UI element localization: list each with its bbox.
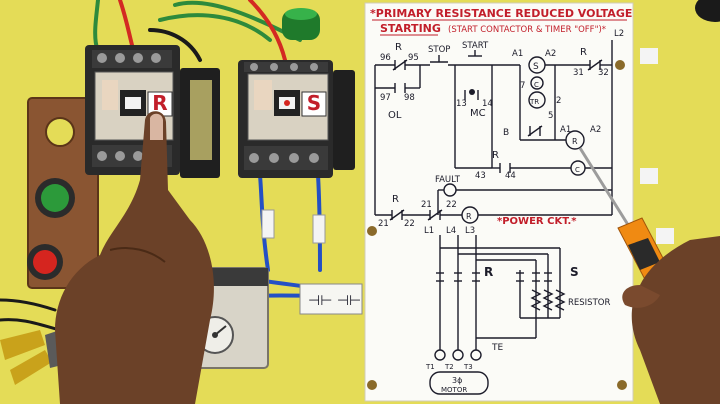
label-t2: T2 xyxy=(444,363,454,371)
coil-tr-letter: TR xyxy=(529,98,539,106)
label-l3: L3 xyxy=(465,226,475,236)
motor-phase-label: 3ϕ xyxy=(452,376,462,385)
contactor-r-label: R xyxy=(152,91,167,115)
diagram-title-note: (START CONTACTOR & TIMER "OFF")* xyxy=(448,25,606,35)
diagram-title-line1: *PRIMARY RESISTANCE REDUCED VOLTAGE xyxy=(370,7,632,20)
green-button[interactable] xyxy=(41,184,69,212)
label-22: 22 xyxy=(404,219,415,229)
label-start: START xyxy=(462,41,489,51)
coil-r-letter: R xyxy=(572,137,578,146)
label-resistor: RESISTOR xyxy=(568,298,610,308)
diagram-paper: *PRIMARY RESISTANCE REDUCED VOLTAGE STAR… xyxy=(364,2,634,402)
label-l1: L1 xyxy=(424,226,434,236)
contact-symbols xyxy=(389,50,603,221)
label-32: 32 xyxy=(598,68,609,78)
label-13: 13 xyxy=(456,99,467,109)
label-a1: A1 xyxy=(560,125,571,135)
label-ol: OL xyxy=(388,110,402,121)
label-44: 44 xyxy=(505,171,516,181)
motor-label: MOTOR xyxy=(441,386,467,394)
coil-c2-letter: C xyxy=(575,166,580,174)
label-21: 21 xyxy=(378,219,389,229)
label-r-bottom: R xyxy=(392,194,399,205)
label-stop: STOP xyxy=(428,45,450,55)
label-mc: MC xyxy=(470,108,486,119)
green-pilot-lamp xyxy=(282,8,320,40)
label-r-right: R xyxy=(580,47,587,58)
control-circuit xyxy=(374,40,613,216)
label-98: 98 xyxy=(404,93,415,103)
label-21b: 21 xyxy=(421,200,432,210)
label-5: 5 xyxy=(548,111,553,121)
label-a2: A2 xyxy=(590,125,601,135)
dark-object xyxy=(695,0,720,22)
contactor-s: S xyxy=(238,60,355,178)
label-97: 97 xyxy=(380,93,391,103)
thumb-tacks xyxy=(367,60,627,390)
label-a2-top: A2 xyxy=(545,49,556,59)
label-r-mid: R xyxy=(492,150,499,161)
power-s-label: S xyxy=(570,265,579,279)
label-te: TE xyxy=(491,343,503,353)
tag-right-1 xyxy=(640,48,658,64)
label-l2: L2 xyxy=(614,29,624,39)
label-22b: 22 xyxy=(446,200,457,210)
mc-junction xyxy=(469,89,475,95)
tag-right-2 xyxy=(640,168,658,184)
coils xyxy=(443,56,586,224)
label-2: 2 xyxy=(556,96,561,106)
pushbutton-station xyxy=(27,97,99,289)
contactor-s-label: S xyxy=(307,91,321,115)
tag-right-3 xyxy=(656,228,674,244)
motor-terminals xyxy=(429,349,489,395)
label-b: B xyxy=(503,128,509,138)
label-43: 43 xyxy=(475,171,486,181)
label-96: 96 xyxy=(380,53,391,63)
label-7: 7 xyxy=(520,81,525,91)
label-t1: T1 xyxy=(425,363,435,371)
right-hand xyxy=(622,236,720,404)
coil-s-letter: S xyxy=(533,62,539,72)
label-l4: L4 xyxy=(446,226,456,236)
label-fault: FAULT xyxy=(435,175,461,185)
wire-tag xyxy=(261,209,275,239)
label-95: 95 xyxy=(408,53,419,63)
red-button[interactable] xyxy=(33,250,57,274)
diagram-title-line2: STARTING xyxy=(380,22,441,35)
coil-c-letter: C xyxy=(534,81,539,89)
label-a1-top: A1 xyxy=(512,49,523,59)
coil-r2-letter: R xyxy=(466,212,472,221)
label-31: 31 xyxy=(573,68,584,78)
power-circuit-heading: *POWER CKT.* xyxy=(497,216,577,227)
wire-tag xyxy=(312,214,326,244)
label-t3: T3 xyxy=(463,363,473,371)
label-r: R xyxy=(395,42,402,53)
power-circuit xyxy=(436,235,566,350)
left-hand xyxy=(55,111,214,404)
power-r-label: R xyxy=(484,265,493,279)
label-14: 14 xyxy=(482,99,493,109)
